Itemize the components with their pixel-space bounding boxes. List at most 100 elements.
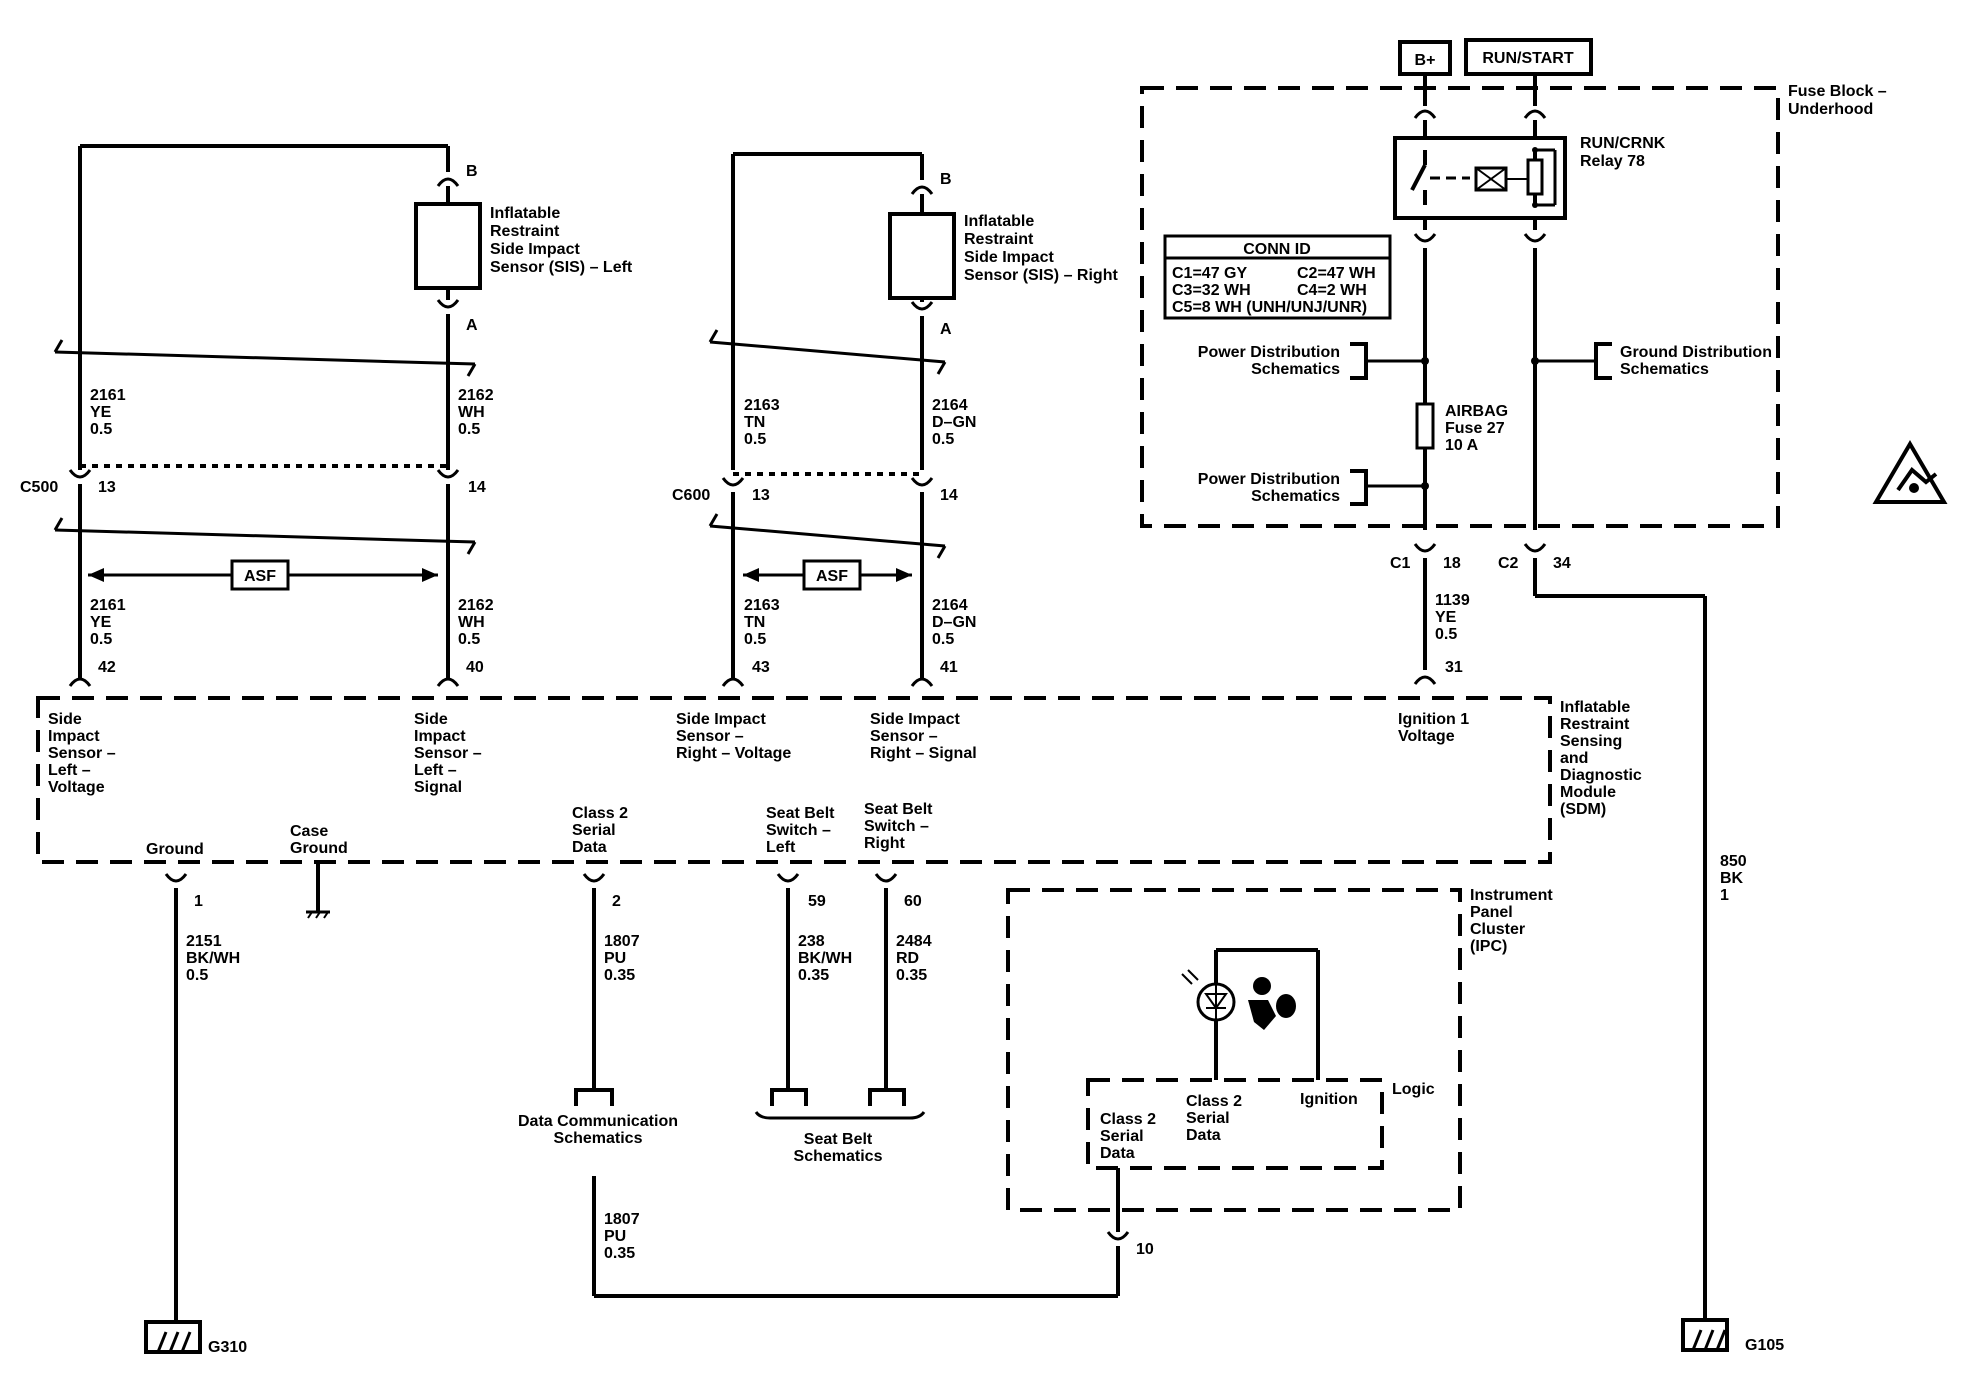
ipc-class2-b-1: Class 2 bbox=[1186, 1093, 1242, 1110]
t-right-signal-3: Right – Signal bbox=[870, 745, 977, 762]
c2-pin: 34 bbox=[1553, 555, 1571, 572]
ground-g105-icon bbox=[1681, 1318, 1729, 1352]
ipc-label-3: Cluster bbox=[1470, 921, 1525, 938]
sis-left-label-1: Inflatable bbox=[490, 205, 560, 222]
sis-right-w2l-2: D–GN bbox=[932, 614, 976, 631]
wire-seat-right-3: 0.35 bbox=[896, 967, 927, 984]
t-left-voltage-1: Side bbox=[48, 711, 82, 728]
c2-label: C2 bbox=[1498, 555, 1519, 572]
sis-right-label-4: Sensor (SIS) – Right bbox=[964, 267, 1118, 284]
class2-pin-2: 2 bbox=[612, 893, 621, 910]
c500-pin-13: 13 bbox=[98, 479, 116, 496]
conn-id-c3: C3=32 WH bbox=[1172, 282, 1251, 299]
t-left-voltage-2: Impact bbox=[48, 728, 100, 745]
wire-seat-left-1: 238 bbox=[798, 933, 825, 950]
ignition-sdm-pin: 31 bbox=[1445, 659, 1463, 676]
ground-g310-icon bbox=[144, 1320, 202, 1354]
sis-right-w2u-3: 0.5 bbox=[932, 431, 954, 448]
sis-left-label-2: Restraint bbox=[490, 223, 560, 240]
ignition-wire-1: 1139 bbox=[1435, 592, 1470, 609]
ipc-module: Instrument Panel Cluster (IPC) Logic Cla… bbox=[1006, 887, 1553, 1232]
ipc-ignition-label: Ignition bbox=[1300, 1091, 1358, 1108]
fuse-label-1: AIRBAG bbox=[1445, 403, 1508, 420]
sis-right: B A Inflatable Restraint Side Impact Sen… bbox=[672, 152, 1118, 687]
sis-right-w2l-1: 2164 bbox=[932, 597, 968, 614]
relay-label-2: Relay 78 bbox=[1580, 153, 1645, 170]
t-left-voltage-4: Left – bbox=[48, 762, 91, 779]
data-comm-1: Data Communication bbox=[518, 1113, 678, 1130]
ipc-class2-a-3: Data bbox=[1100, 1145, 1135, 1162]
t-left-voltage-3: Sensor – bbox=[48, 745, 116, 762]
sis-right-pin-a: A bbox=[940, 321, 952, 338]
sis-left-w1u-1: 2161 bbox=[90, 387, 126, 404]
sdm-module: Inflatable Restraint Sensing and Diagnos… bbox=[36, 696, 1642, 864]
t-case-ground-2: Ground bbox=[290, 840, 348, 857]
sis-right-sensor bbox=[888, 212, 956, 300]
ipc-label-4: (IPC) bbox=[1470, 938, 1507, 955]
t-ignition-1: Ignition 1 bbox=[1398, 711, 1469, 728]
sis-left-w1u-3: 0.5 bbox=[90, 421, 112, 438]
ipc-label-2: Panel bbox=[1470, 904, 1513, 921]
sis-left-w1l-3: 0.5 bbox=[90, 631, 112, 648]
conn-id-title: CONN ID bbox=[1243, 241, 1311, 258]
sis-left-w1u-2: YE bbox=[90, 404, 112, 421]
sis-right-w2u-1: 2164 bbox=[932, 397, 968, 414]
g105-label: G105 bbox=[1745, 1337, 1784, 1354]
t-seat-right-3: Right bbox=[864, 835, 906, 852]
relay-label-1: RUN/CRNK bbox=[1580, 135, 1666, 152]
seat-belt-1: Seat Belt bbox=[804, 1131, 873, 1148]
airbag-warning-icon bbox=[1248, 977, 1296, 1030]
sdm-pin-41: 41 bbox=[940, 659, 958, 676]
c600-pin-13: 13 bbox=[752, 487, 770, 504]
sdm-label-5: Diagnostic bbox=[1560, 767, 1642, 784]
sis-right-w1u-2: TN bbox=[744, 414, 765, 431]
ipc-pin-10: 10 bbox=[1136, 1241, 1154, 1258]
sdm-label-1: Inflatable bbox=[1560, 699, 1630, 716]
sis-left-sensor bbox=[414, 202, 482, 290]
sis-right-w1l-2: TN bbox=[744, 614, 765, 631]
t-class2-1: Class 2 bbox=[572, 805, 628, 822]
fuse-block-label-1: Fuse Block – bbox=[1788, 83, 1887, 100]
sis-left-w2l-2: WH bbox=[458, 614, 485, 631]
t-left-signal-4: Left – bbox=[414, 762, 457, 779]
t-seat-left-2: Switch – bbox=[766, 822, 831, 839]
seat-pin-60: 60 bbox=[904, 893, 922, 910]
t-left-signal-2: Impact bbox=[414, 728, 466, 745]
ipc-label-1: Instrument bbox=[1470, 887, 1553, 904]
airbag-lamp-icon bbox=[1181, 969, 1236, 1022]
seat-pin-59: 59 bbox=[808, 893, 826, 910]
c500-label: C500 bbox=[20, 479, 58, 496]
wire-seat-right-1: 2484 bbox=[896, 933, 932, 950]
sis-left-w2u-1: 2162 bbox=[458, 387, 494, 404]
power-dist-1-line1: Power Distribution bbox=[1198, 344, 1340, 361]
sdm-label-7: (SDM) bbox=[1560, 801, 1606, 818]
t-right-voltage-1: Side Impact bbox=[676, 711, 766, 728]
wire-data-2: PU bbox=[604, 950, 626, 967]
t-right-voltage-2: Sensor – bbox=[676, 728, 744, 745]
bplus-label: B+ bbox=[1415, 52, 1436, 69]
ignition-wire-2: YE bbox=[1435, 609, 1457, 626]
t-seat-left-3: Left bbox=[766, 839, 796, 856]
sis-left-w2u-3: 0.5 bbox=[458, 421, 480, 438]
sis-left-w2l-1: 2162 bbox=[458, 597, 494, 614]
sis-right-w1u-3: 0.5 bbox=[744, 431, 766, 448]
wire-data2-2: PU bbox=[604, 1228, 626, 1245]
wire-seat-left-3: 0.35 bbox=[798, 967, 829, 984]
sdm-label-2: Restraint bbox=[1560, 716, 1630, 733]
sis-right-w1u-1: 2163 bbox=[744, 397, 780, 414]
c600-label: C600 bbox=[672, 487, 710, 504]
t-left-signal-3: Sensor – bbox=[414, 745, 482, 762]
wire-seat-right-2: RD bbox=[896, 950, 919, 967]
sdm-pin-43: 43 bbox=[752, 659, 770, 676]
t-ground: Ground bbox=[146, 841, 204, 858]
t-right-signal-2: Sensor – bbox=[870, 728, 938, 745]
fuse-label-3: 10 A bbox=[1445, 437, 1479, 454]
sis-right-w2l-3: 0.5 bbox=[932, 631, 954, 648]
conn-id-c1: C1=47 GY bbox=[1172, 265, 1247, 282]
wire-850-3: 1 bbox=[1720, 887, 1729, 904]
fuse-block-label-2: Underhood bbox=[1788, 101, 1873, 118]
c1-pin: 18 bbox=[1443, 555, 1461, 572]
seat-belt-2: Schematics bbox=[794, 1148, 883, 1165]
sis-right-w1l-3: 0.5 bbox=[744, 631, 766, 648]
